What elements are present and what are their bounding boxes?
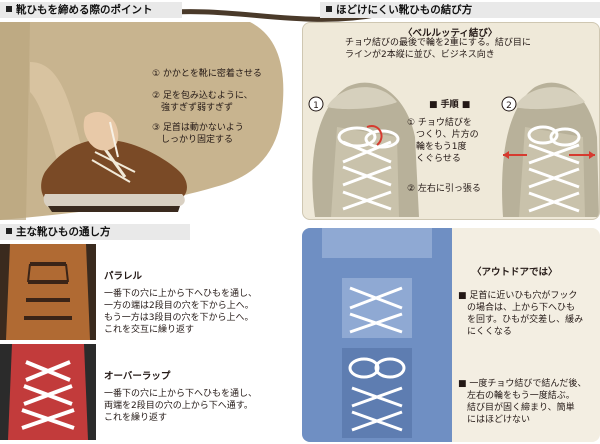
bullet-icon <box>6 6 12 12</box>
outdoor-boot-illustration <box>302 228 452 442</box>
section-header-threading: 主な靴ひもの通し方 <box>0 224 190 240</box>
step1-number: 1 <box>313 101 319 111</box>
knot-description: チョウ結びの最後で輪を2重にする。結び目に ラインが2本縦に並び、ビジネス向き <box>345 38 531 60</box>
outdoor-point-2: ■ 一度チョウ結びで結んだ後、 左右の輪をもう一度結ぶ。 結び目が固く締まり、簡… <box>458 379 587 425</box>
tighten-point-3: ③ 足首は動かないよう しっかり固定する <box>152 123 244 145</box>
section-header-knot: ほどけにくい靴ひもの結び方 <box>320 2 600 18</box>
tighten-point-1: ① かかとを靴に密着させる <box>152 69 262 79</box>
knot-panel: 〈ベルルッティ結び〉 チョウ結びの最後で輪を2重にする。結び目に ラインが2本縦… <box>302 22 600 220</box>
overlap-lacing-photo <box>0 344 96 440</box>
arrow-left-icon <box>503 151 527 159</box>
threading-title: 主な靴ひもの通し方 <box>16 226 111 238</box>
parallel-title: パラレル <box>104 271 143 282</box>
knot-step-1: ① チョウ結びを つくり、片方の 輪をもう1度 くぐらせる <box>407 118 479 164</box>
tighten-point-2: ② 足を包み込むように、 強すぎず弱すぎず <box>152 91 253 113</box>
arrow-right-icon <box>569 151 595 159</box>
section-header-tighten: 靴ひもを締める際のポイント <box>0 2 182 18</box>
bullet-icon <box>326 6 332 12</box>
knot-step2-illustration: 2 <box>501 82 599 217</box>
step2-number: 2 <box>506 101 512 111</box>
method-parallel: パラレル 一番下の穴に上から下へひもを通し、 一方の端は2段目の穴を下から上へ。… <box>0 244 300 340</box>
shoe-illustration <box>0 22 284 220</box>
tighten-panel: ① かかとを靴に密着させる ② 足を包み込むように、 強すぎず弱すぎず ③ 足首… <box>0 22 300 220</box>
knot-title: ほどけにくい靴ひもの結び方 <box>336 4 473 16</box>
outdoor-panel: 〈アウトドアでは〉 ■ 足首に近いひも穴がフック の場合は、上から下へひも を回… <box>302 228 600 442</box>
knot-step1-illustration: 1 <box>308 82 419 217</box>
overlap-title: オーバーラップ <box>104 371 171 382</box>
outdoor-title: 〈アウトドアでは〉 <box>472 267 558 278</box>
parallel-lacing-photo <box>0 244 96 340</box>
method-overlap: オーバーラップ 一番下の穴に上から下へひもを通し、 両端を2段目の穴の上から下へ… <box>0 344 300 440</box>
knot-step-2: ② 左右に引っ張る <box>407 184 481 194</box>
overlap-description: 一番下の穴に上から下へひもを通し、 両端を2段目の穴の上から下へ通す。 これを繰… <box>104 389 258 423</box>
procedure-heading: ■ 手順 ■ <box>429 100 471 110</box>
parallel-description: 一番下の穴に上から下へひもを通し、 一方の端は2段目の穴を下から上へ。 もう一方… <box>104 289 258 335</box>
knot-subtitle: 〈ベルルッティ結び〉 <box>403 28 498 39</box>
bullet-icon <box>6 228 12 234</box>
outdoor-point-1: ■ 足首に近いひも穴がフック の場合は、上から下へひも を回す。ひもが交差し、緩… <box>458 291 584 337</box>
tighten-title: 靴ひもを締める際のポイント <box>16 4 153 16</box>
